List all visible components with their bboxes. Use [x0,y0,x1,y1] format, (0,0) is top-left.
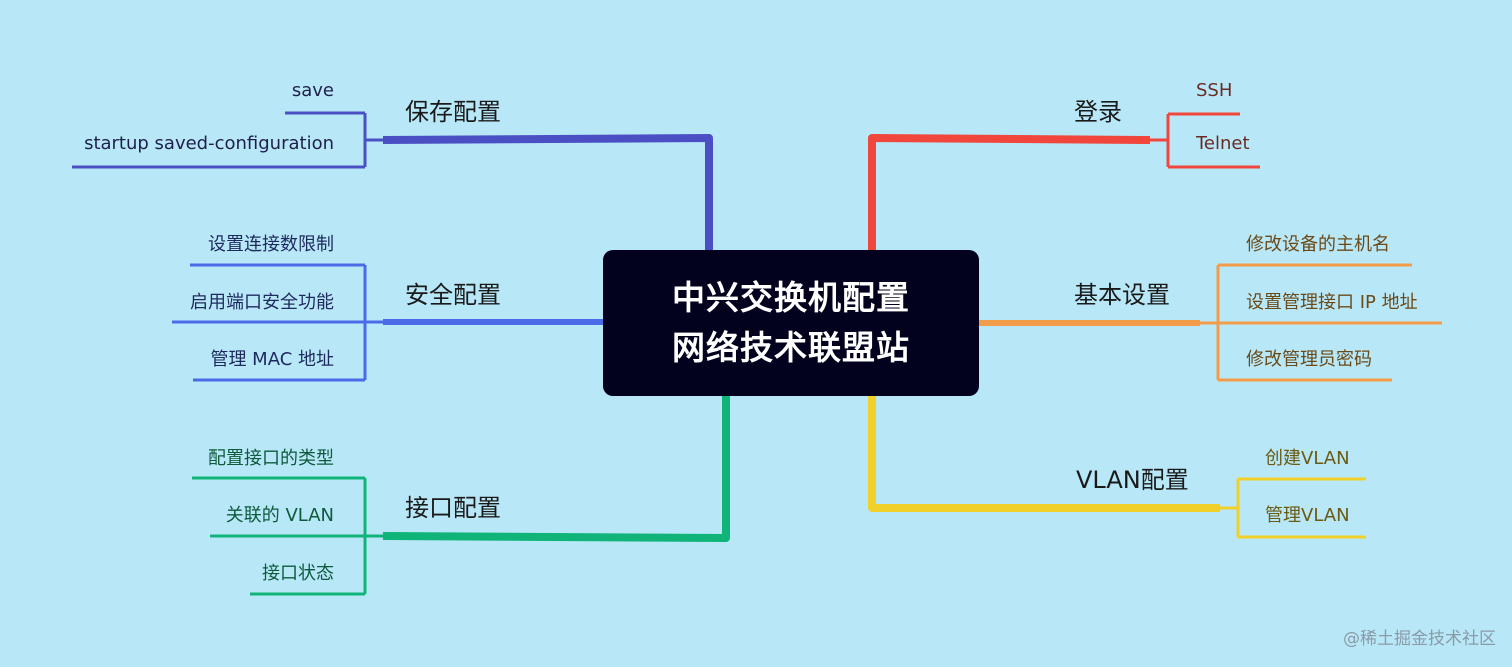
bracket-port [192,476,383,596]
leaf-vlan-manage: 管理VLAN [1265,505,1350,526]
connector-login [868,134,1151,250]
leaf-port-vlan: 关联的 VLAN [225,505,334,526]
branch-vlan: VLAN配置 [1076,466,1189,494]
leaf-basic-mgmt-ip: 设置管理接口 IP 地址 [1246,292,1418,313]
leaf-security-port-security: 启用端口安全功能 [190,292,334,313]
central-topic: 中兴交换机配置 网络技术联盟站 [603,250,979,396]
leaf-vlan-create: 创建VLAN [1265,448,1350,469]
branch-login: 登录 [1074,98,1122,126]
leaf-security-mac: 管理 MAC 地址 [210,349,334,370]
bracket-vlan [1220,477,1366,539]
bracket-basic [1200,263,1442,382]
connector-port [382,396,730,542]
leaf-login-telnet: Telnet [1196,133,1250,154]
branch-save: 保存配置 [405,98,501,126]
bracket-save [72,111,383,169]
leaf-port-type: 配置接口的类型 [208,448,334,469]
branch-basic: 基本设置 [1074,281,1170,309]
leaf-save-save: save [291,80,334,101]
central-topic-line2: 网络技术联盟站 [672,328,910,367]
bracket-login [1150,112,1260,169]
leaf-basic-hostname: 修改设备的主机名 [1246,234,1390,255]
leaf-security-conn-limit: 设置连接数限制 [208,234,334,255]
connector-save [382,134,713,250]
central-topic-line1: 中兴交换机配置 [672,278,910,317]
connector-vlan [868,396,1220,512]
leaf-port-status: 接口状态 [262,563,334,584]
watermark: @稀土掘金技术社区 [1343,629,1496,649]
branch-security: 安全配置 [405,281,501,309]
leaf-login-ssh: SSH [1196,80,1233,101]
bracket-security [172,263,383,382]
branch-port: 接口配置 [405,494,501,522]
leaf-basic-admin-password: 修改管理员密码 [1246,349,1372,370]
leaf-save-startup: startup saved-configuration [84,133,334,154]
